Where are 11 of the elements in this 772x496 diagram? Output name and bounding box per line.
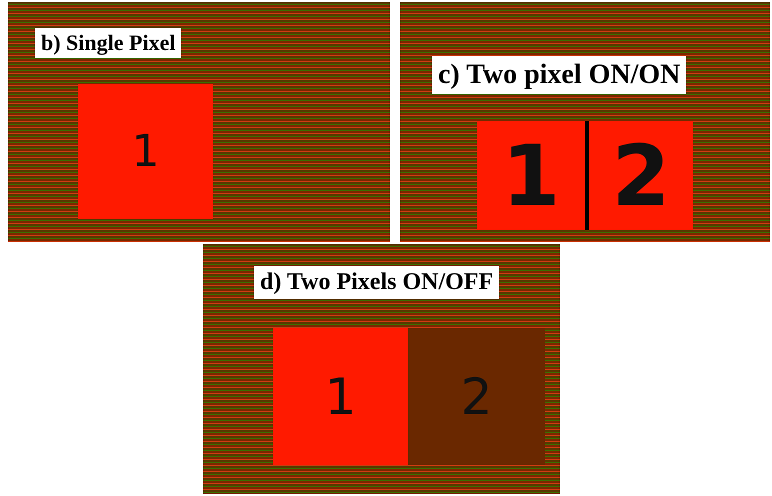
- panel-title: c) Two pixel ON/ON: [432, 56, 686, 94]
- pixel-square: 1: [78, 84, 213, 219]
- striped-panel: [400, 2, 770, 242]
- striped-panel: [203, 244, 560, 494]
- striped-panel: [8, 2, 390, 242]
- pixel-square: 2: [585, 121, 693, 230]
- panel-title: d) Two Pixels ON/OFF: [254, 266, 500, 299]
- pixel-square: 1: [477, 121, 585, 230]
- panel-title: b) Single Pixel: [35, 28, 182, 58]
- pixel-square: 1: [273, 328, 408, 465]
- pixel-square: 2: [408, 328, 545, 465]
